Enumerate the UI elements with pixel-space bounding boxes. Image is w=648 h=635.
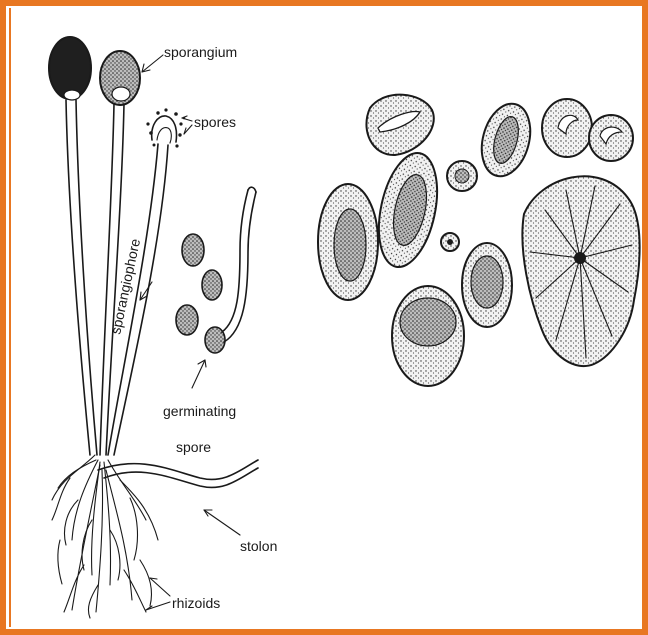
- arrow-rhizoids: [146, 578, 170, 610]
- rhizopus-diagram: sporangium spores sporangiophore germina…: [49, 37, 277, 618]
- cell-bottom-oval: [392, 286, 464, 386]
- label-spores: spores: [194, 114, 236, 130]
- label-rhizoids: rhizoids: [172, 595, 220, 611]
- cell-middle-oval: [462, 243, 512, 327]
- cell-top-right-b: [589, 115, 633, 161]
- label-germinating: germinating: [163, 403, 236, 419]
- label-stolon: stolon: [240, 538, 277, 554]
- cell-left-large: [318, 184, 378, 300]
- germ-tube: [222, 190, 248, 332]
- arrow-spores: [182, 118, 192, 134]
- cell-tiny: [441, 233, 459, 251]
- cell-top-middle: [474, 98, 538, 181]
- cell-top-right-a: [542, 99, 592, 157]
- cell-small-ring: [447, 161, 477, 191]
- rhizoids-cluster: [52, 455, 158, 618]
- label-sporangium: sporangium: [164, 44, 237, 60]
- sporangium-bursting: [152, 116, 177, 142]
- stolon-hypha: [98, 460, 258, 479]
- spore-cells-illustration: [318, 95, 640, 386]
- spore-group: [176, 234, 225, 353]
- arrow-stolon: [204, 510, 240, 535]
- cell-top-left: [366, 95, 433, 155]
- arrow-sporangium: [142, 55, 163, 72]
- cell-large-fluted: [522, 176, 639, 366]
- cell-left-second: [370, 148, 447, 273]
- label-spore: spore: [176, 439, 211, 455]
